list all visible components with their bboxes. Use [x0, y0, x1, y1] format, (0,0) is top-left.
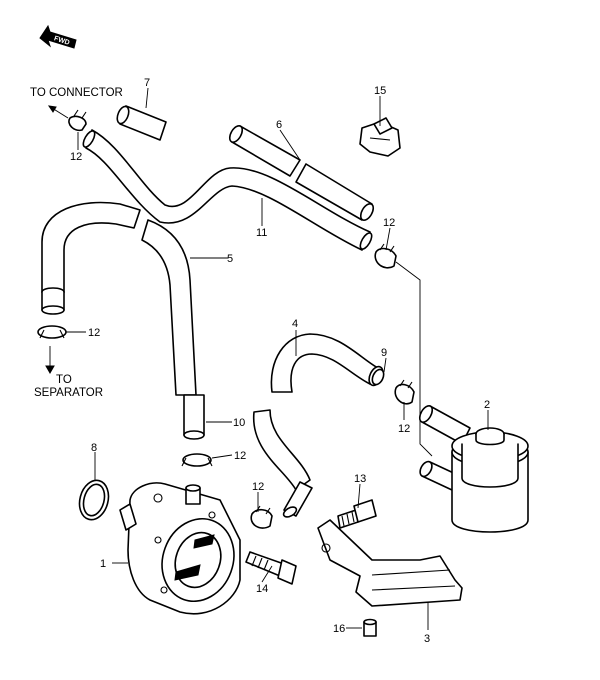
- callout-10: 10: [233, 417, 245, 429]
- part-14-bolt: [245, 551, 297, 585]
- fwd-arrow-icon: FWD: [39, 24, 77, 49]
- callout-16: 16: [333, 623, 345, 635]
- note-to-separator-line2: SEPARATOR: [34, 387, 103, 399]
- routing-line: [395, 261, 433, 457]
- callout-7: 7: [144, 77, 150, 89]
- callout-9: 9: [381, 347, 387, 359]
- fwd-label: FWD: [53, 35, 70, 47]
- part-16-collar: [363, 618, 377, 637]
- part-7-hose: [116, 105, 167, 141]
- callout-11: 11: [256, 227, 267, 239]
- part-15-clip: [359, 117, 401, 157]
- callout-12-b: 12: [88, 327, 100, 339]
- part-11-hose: [82, 129, 373, 251]
- part-8-o-ring: [78, 479, 110, 521]
- callout-12-d: 12: [398, 423, 410, 435]
- callout-12-a: 12: [70, 151, 82, 163]
- note-to-connector: TO CONNECTOR: [30, 87, 123, 99]
- part-5-hose: [41, 201, 205, 440]
- callout-13: 13: [354, 473, 366, 485]
- note-to-separator-line1: TO: [56, 374, 72, 386]
- callout-4: 4: [292, 318, 298, 330]
- callout-8: 8: [91, 442, 97, 454]
- part-6-hose: [228, 125, 375, 221]
- callout-3: 3: [424, 633, 430, 645]
- part-12-clip-e: [181, 453, 213, 467]
- callout-12-e: 12: [234, 450, 246, 462]
- callout-5: 5: [227, 253, 233, 265]
- part-12-clip-b: [37, 325, 67, 339]
- callout-12-c: 12: [383, 217, 395, 229]
- callout-15: 15: [374, 85, 386, 97]
- part-1-fuel-pump: [119, 482, 241, 615]
- part-12-clip-a: [68, 109, 87, 132]
- leader-lines: [66, 87, 489, 630]
- callout-14: 14: [256, 583, 268, 595]
- arrow-to-separator-icon: [45, 346, 55, 375]
- callout-12-f: 12: [252, 481, 264, 493]
- part-12-clip-f: [250, 505, 273, 529]
- part-12-clip-d: [394, 379, 415, 405]
- part-2-fuel-filter: [418, 405, 529, 533]
- part-9-nipple: [371, 368, 385, 386]
- callout-2: 2: [484, 399, 490, 411]
- part-4-hose: [253, 333, 384, 518]
- callout-1: 1: [100, 558, 106, 570]
- part-3-bracket: [317, 519, 463, 607]
- callout-6: 6: [276, 119, 282, 131]
- arrow-to-connector-icon: [47, 105, 69, 119]
- part-13-bolt: [337, 499, 377, 529]
- part-12-clip-c: [374, 243, 397, 269]
